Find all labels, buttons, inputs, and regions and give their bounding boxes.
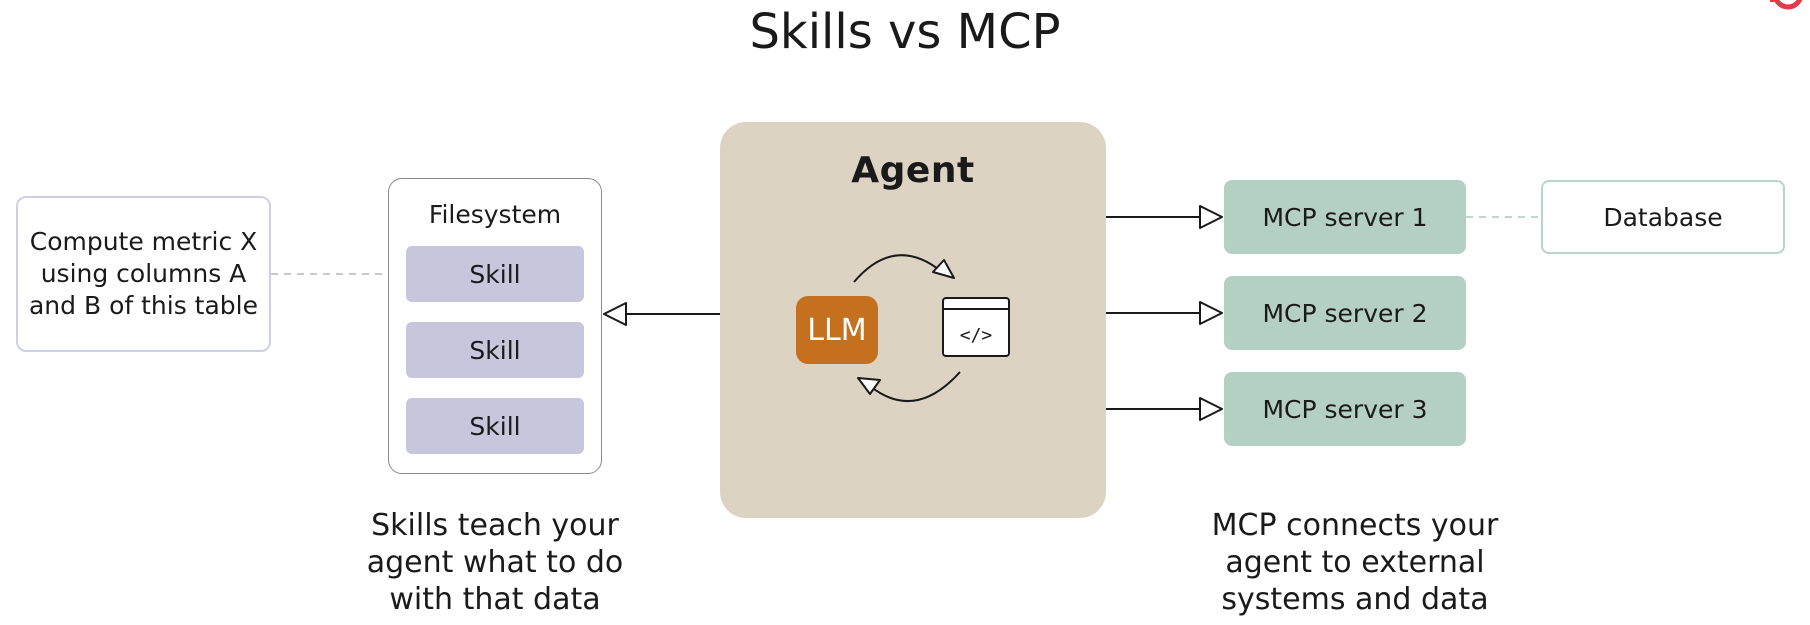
mcp-caption: MCP connects your agent to external syst…: [1211, 508, 1499, 617]
brand-logo: [1770, 0, 1803, 10]
skills-caption: Skills teach your agent what to do with …: [366, 508, 624, 617]
llm-badge: LLM: [796, 296, 878, 364]
agent-label: Agent: [851, 150, 975, 191]
agent-to-mcp3-arrow: [1106, 397, 1223, 421]
skill-box: Skill: [406, 322, 584, 378]
prompt-note: Compute metric X using columns A and B o…: [16, 196, 271, 352]
skill-box: Skill: [406, 398, 584, 454]
skill-box: Skill: [406, 246, 584, 302]
agent-to-mcp2-arrow: [1106, 301, 1223, 325]
filesystem-label: Filesystem: [428, 200, 562, 229]
page-title: Skills vs MCP: [749, 4, 1061, 60]
mcp-server-box: MCP server 1: [1224, 180, 1466, 254]
mcp-server-box: MCP server 2: [1224, 276, 1466, 350]
agent-loop-graphics: </>: [853, 254, 1010, 402]
agent-to-mcp1-arrow: [1106, 205, 1223, 229]
database-box: Database: [1541, 180, 1785, 254]
agent-container: [720, 122, 1106, 518]
loop-arrow-bottom-icon: [857, 371, 961, 402]
svg-text:</>: </>: [960, 325, 993, 346]
loop-arrow-top-icon: [853, 254, 955, 283]
code-window-icon: </>: [942, 297, 1010, 357]
mcp-server-box: MCP server 3: [1224, 372, 1466, 446]
agent-to-filesystem-arrow: [603, 302, 720, 326]
